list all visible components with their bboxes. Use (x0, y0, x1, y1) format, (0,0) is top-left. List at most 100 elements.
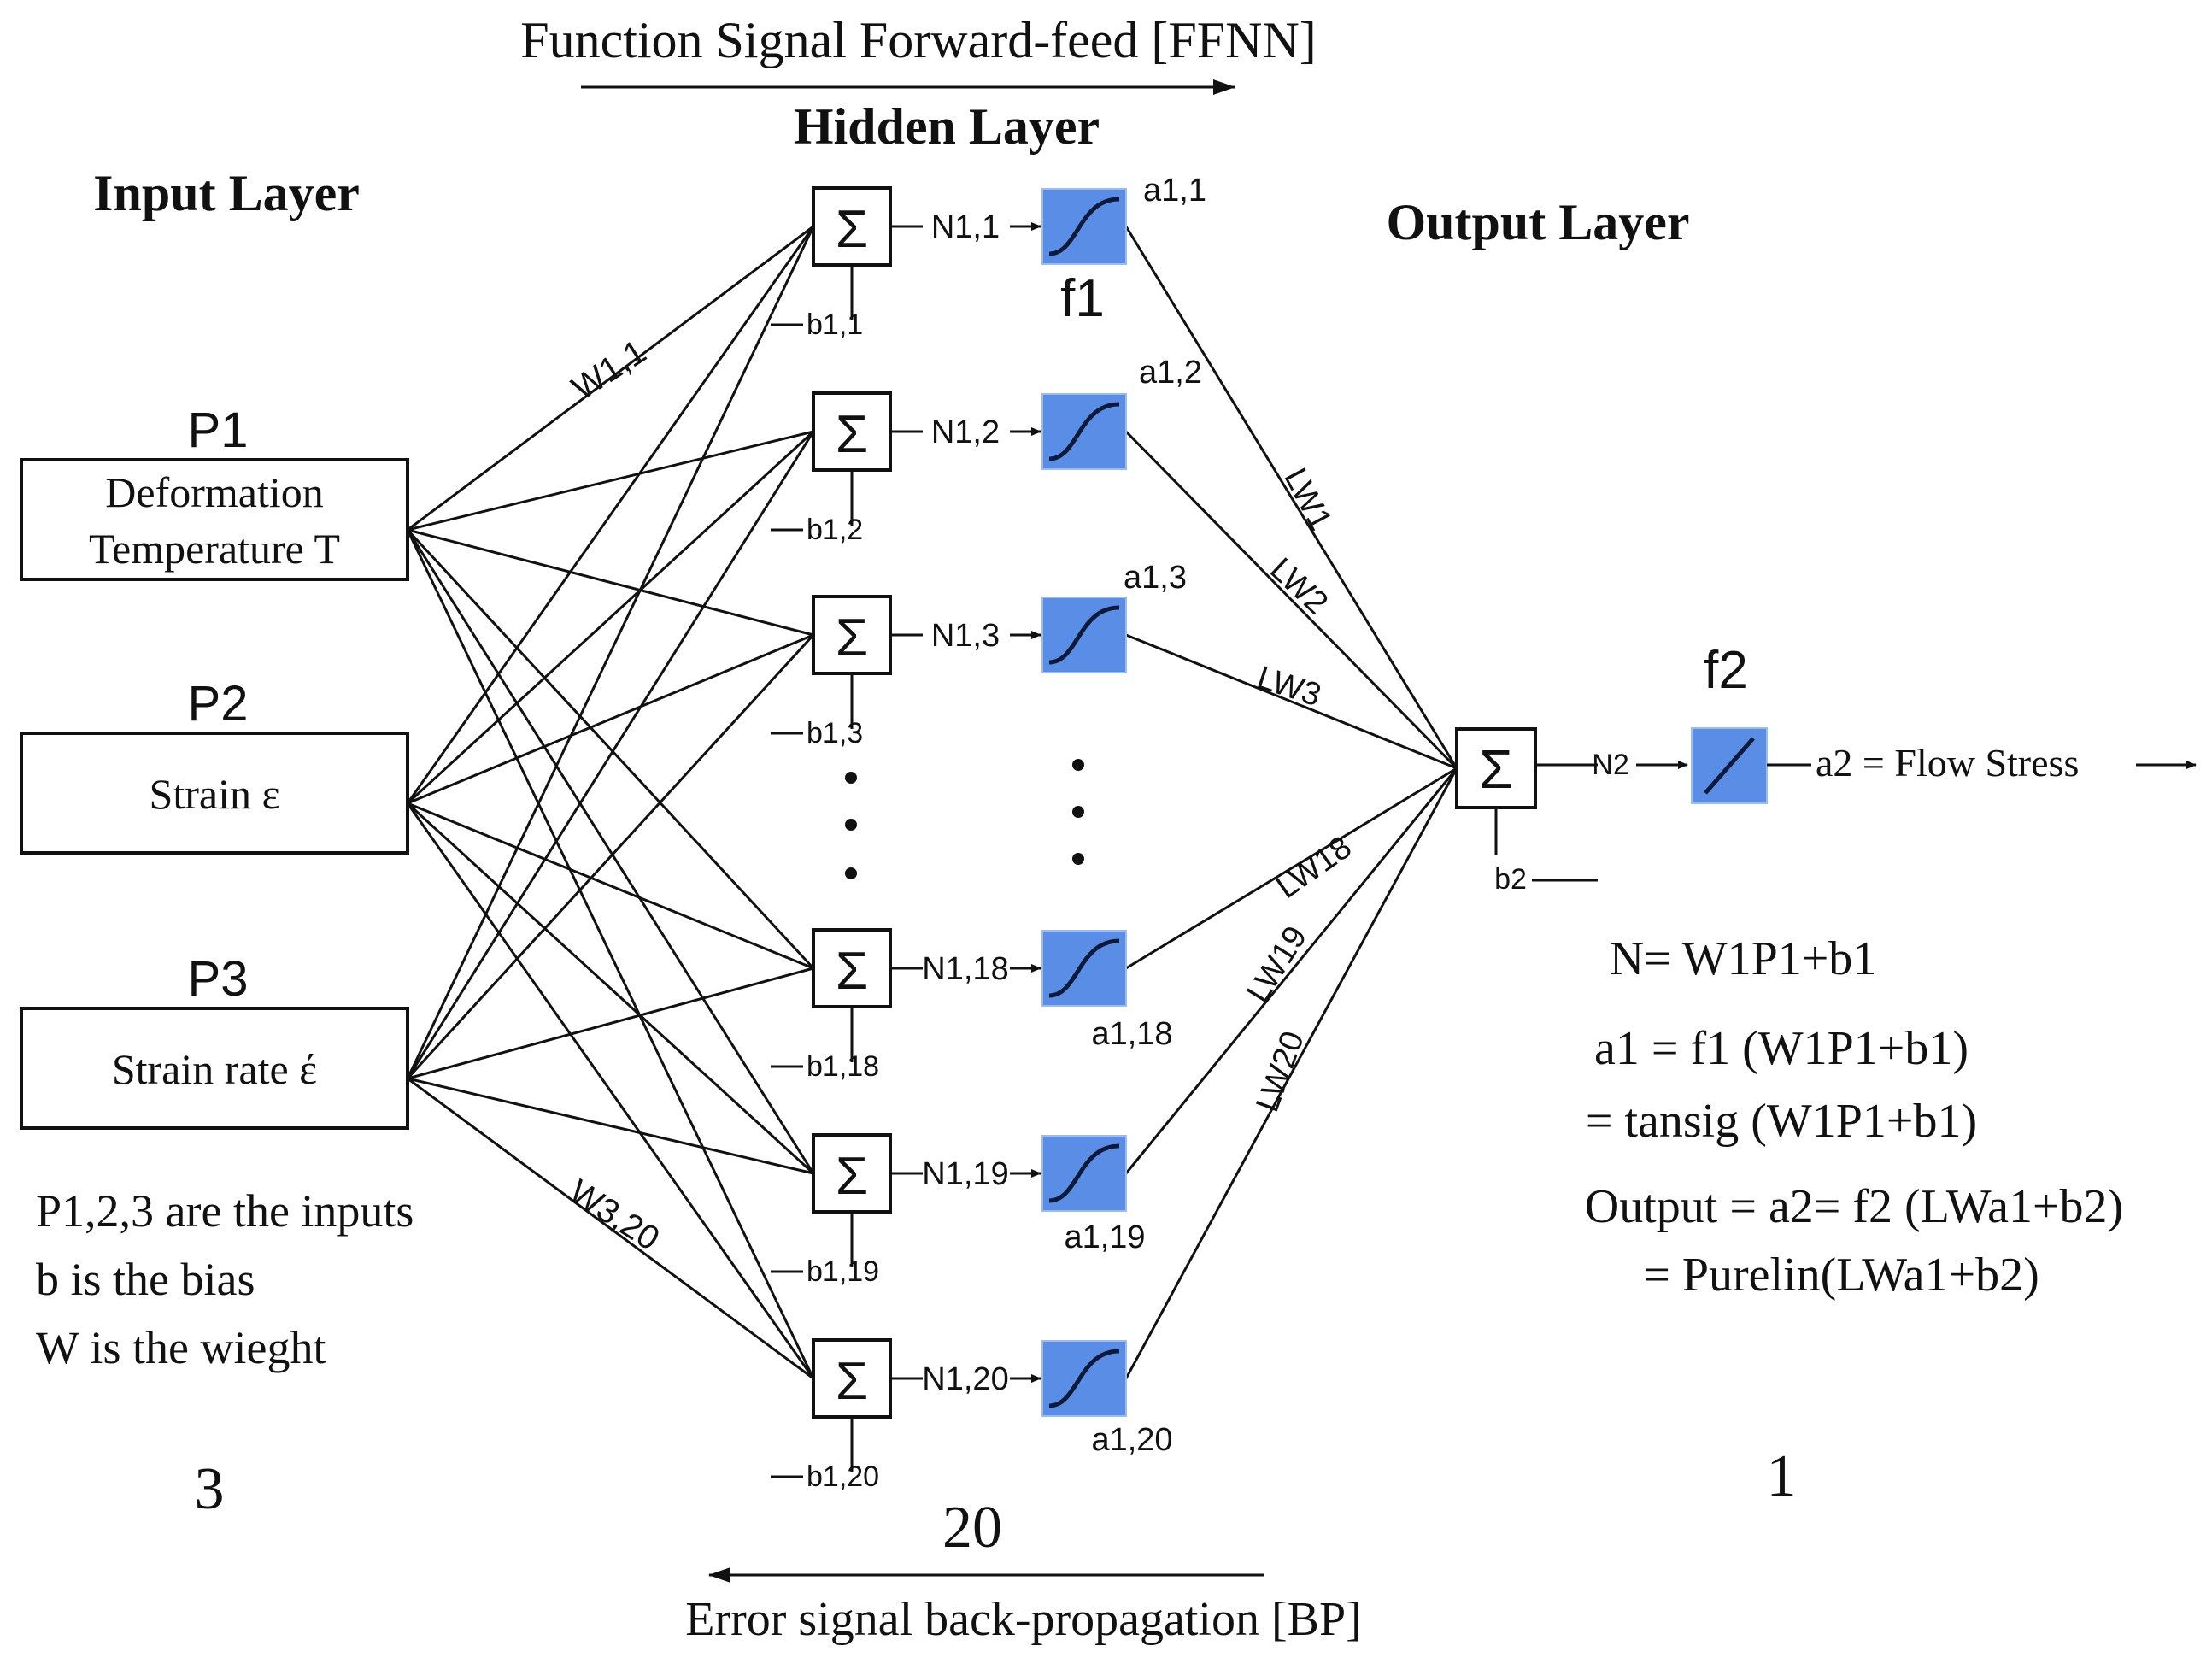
equation-a1: a1 = f1 (W1P1+b1) (1594, 1022, 1969, 1075)
output-sum-symbol: Σ (1479, 738, 1513, 800)
sum-symbol: Σ (836, 1352, 868, 1411)
sum-symbol: Σ (836, 200, 868, 259)
sigmoid-icon (1048, 1349, 1120, 1408)
activation-output-label: a1,3 (1124, 560, 1187, 596)
net-label: N1,3 (931, 618, 1000, 654)
sigmoid-icon (1048, 197, 1120, 256)
output-neuron: Σ b2 N2 f2 a2 = Flow Stress (1455, 641, 2197, 896)
net-label: N1,1 (931, 209, 1000, 245)
activation-output-label: a1,2 (1139, 355, 1202, 391)
weight-connection (407, 1077, 814, 1175)
input-box (20, 458, 409, 581)
layer-weight-label: LW19 (1240, 920, 1314, 1009)
hidden-neuron: Σb1,3N1,3a1,3 (771, 560, 1187, 749)
net-label: N1,18 (922, 951, 1008, 987)
output-bias-label: b2 (1494, 863, 1527, 896)
back-propagation-label: Error signal back-propagation [BP] (685, 1593, 1362, 1646)
equation-output: Output = a2= f2 (LWa1+b2) (1585, 1180, 2123, 1233)
hidden-neuron: Σb1,1 N1,1 a1,1 (771, 173, 1206, 341)
output-sum-box (1455, 727, 1537, 809)
sum-box (812, 391, 892, 472)
weight-connection (407, 802, 814, 970)
bias-label: b1,19 (807, 1255, 879, 1288)
layer-weight-label: LW18 (1270, 829, 1358, 906)
bias-label: b1,2 (807, 514, 863, 546)
sum-symbol: Σ (836, 942, 868, 1001)
input-text: Temperature T (89, 525, 340, 573)
equation-tansig: = tansig (W1P1+b1) (1586, 1095, 1977, 1148)
sum-box (812, 186, 892, 267)
net-label: N1,19 (922, 1156, 1008, 1192)
bias-label: b1,3 (807, 717, 863, 749)
weight-connection (407, 225, 814, 532)
weight-connection (407, 633, 814, 805)
input-text: Deformation (105, 468, 323, 516)
input-text: Strain ε (150, 770, 280, 818)
sigmoid-icon (1048, 605, 1120, 665)
weight-connection (406, 226, 815, 804)
input-box (20, 732, 409, 855)
input-hidden-connections (406, 225, 815, 1380)
layer-weight-label: LW20 (1249, 1026, 1311, 1116)
bias-label: b1,20 (807, 1460, 879, 1493)
input-id-label: P1 (188, 403, 249, 458)
output-weight-connection (1124, 430, 1458, 770)
output-net-label: N2 (1592, 749, 1628, 781)
layer-weight-label: LW2 (1263, 551, 1335, 621)
weight-connection (407, 1077, 814, 1380)
layer-weight-label: LW3 (1253, 660, 1325, 714)
weight-connection (407, 967, 814, 1080)
sigmoid-icon (1048, 938, 1120, 998)
weight-connection (406, 431, 815, 1079)
weight-label-first: W1,1 (566, 332, 653, 408)
activation-output-label: a1,18 (1091, 1016, 1172, 1052)
weight-connection (407, 528, 814, 637)
sum-symbol: Σ (836, 405, 868, 464)
input-box (20, 1007, 409, 1130)
hidden-neuron: Σb1,20 N1,20 a1,20 (771, 1338, 1173, 1493)
output-count: 1 (1767, 1443, 1797, 1509)
sum-symbol: Σ (836, 1147, 868, 1206)
net-label: N1,2 (931, 414, 1000, 450)
hidden-neuron: Σb1,19 N1,19 a1,19 (771, 1133, 1146, 1288)
ellipsis-sum-column (845, 772, 857, 879)
net-label: N1,20 (922, 1361, 1008, 1397)
hidden-layer: Σb1,1N1,1a1,1Σb1,2N1,2a1,2Σb1,3N1,3a1,3Σ… (771, 173, 1206, 1493)
weight-connection (406, 430, 815, 805)
hidden-count: 20 (942, 1495, 1002, 1560)
output-activation-label: f2 (1704, 641, 1748, 700)
weight-connection (406, 802, 815, 1379)
output-weight-connection (1124, 767, 1458, 1174)
input-id-label: P3 (188, 951, 249, 1007)
weight-connection (406, 633, 815, 1080)
weight-connection (407, 430, 814, 532)
equation-net: N= W1P1+b1 (1610, 932, 1877, 985)
weight-label-last: W3,20 (563, 1172, 666, 1258)
legend-weight: W is the wieght (36, 1322, 326, 1373)
activation-output-label: a1,20 (1091, 1422, 1172, 1458)
activation-output-label: a1,19 (1064, 1220, 1145, 1255)
ellipsis-activation-column (1072, 759, 1084, 865)
activation-output-label: a1,1 (1143, 173, 1206, 209)
sigmoid-icon (1048, 402, 1120, 461)
input-text: Strain rate έ (112, 1045, 317, 1093)
weight-connection (406, 226, 815, 1079)
bias-label: b1,1 (807, 309, 863, 341)
bias-label: b1,18 (807, 1050, 879, 1083)
legend-inputs: P1,2,3 are the inputs (36, 1185, 414, 1237)
output-weight-connection (1125, 767, 1458, 970)
output-flow-stress-label: a2 = Flow Stress (1816, 741, 2079, 785)
hidden-neuron: Σb1,2 N1,2 a1,2 (771, 355, 1202, 546)
weight-connection (406, 529, 815, 1174)
sum-box (812, 1338, 892, 1419)
hidden-neuron: Σb1,18 N1,18 a1,18 (771, 928, 1173, 1083)
output-layer-title: Output Layer (1386, 194, 1689, 250)
legend-bias: b is the bias (36, 1254, 255, 1305)
linear-icon (1704, 737, 1755, 795)
